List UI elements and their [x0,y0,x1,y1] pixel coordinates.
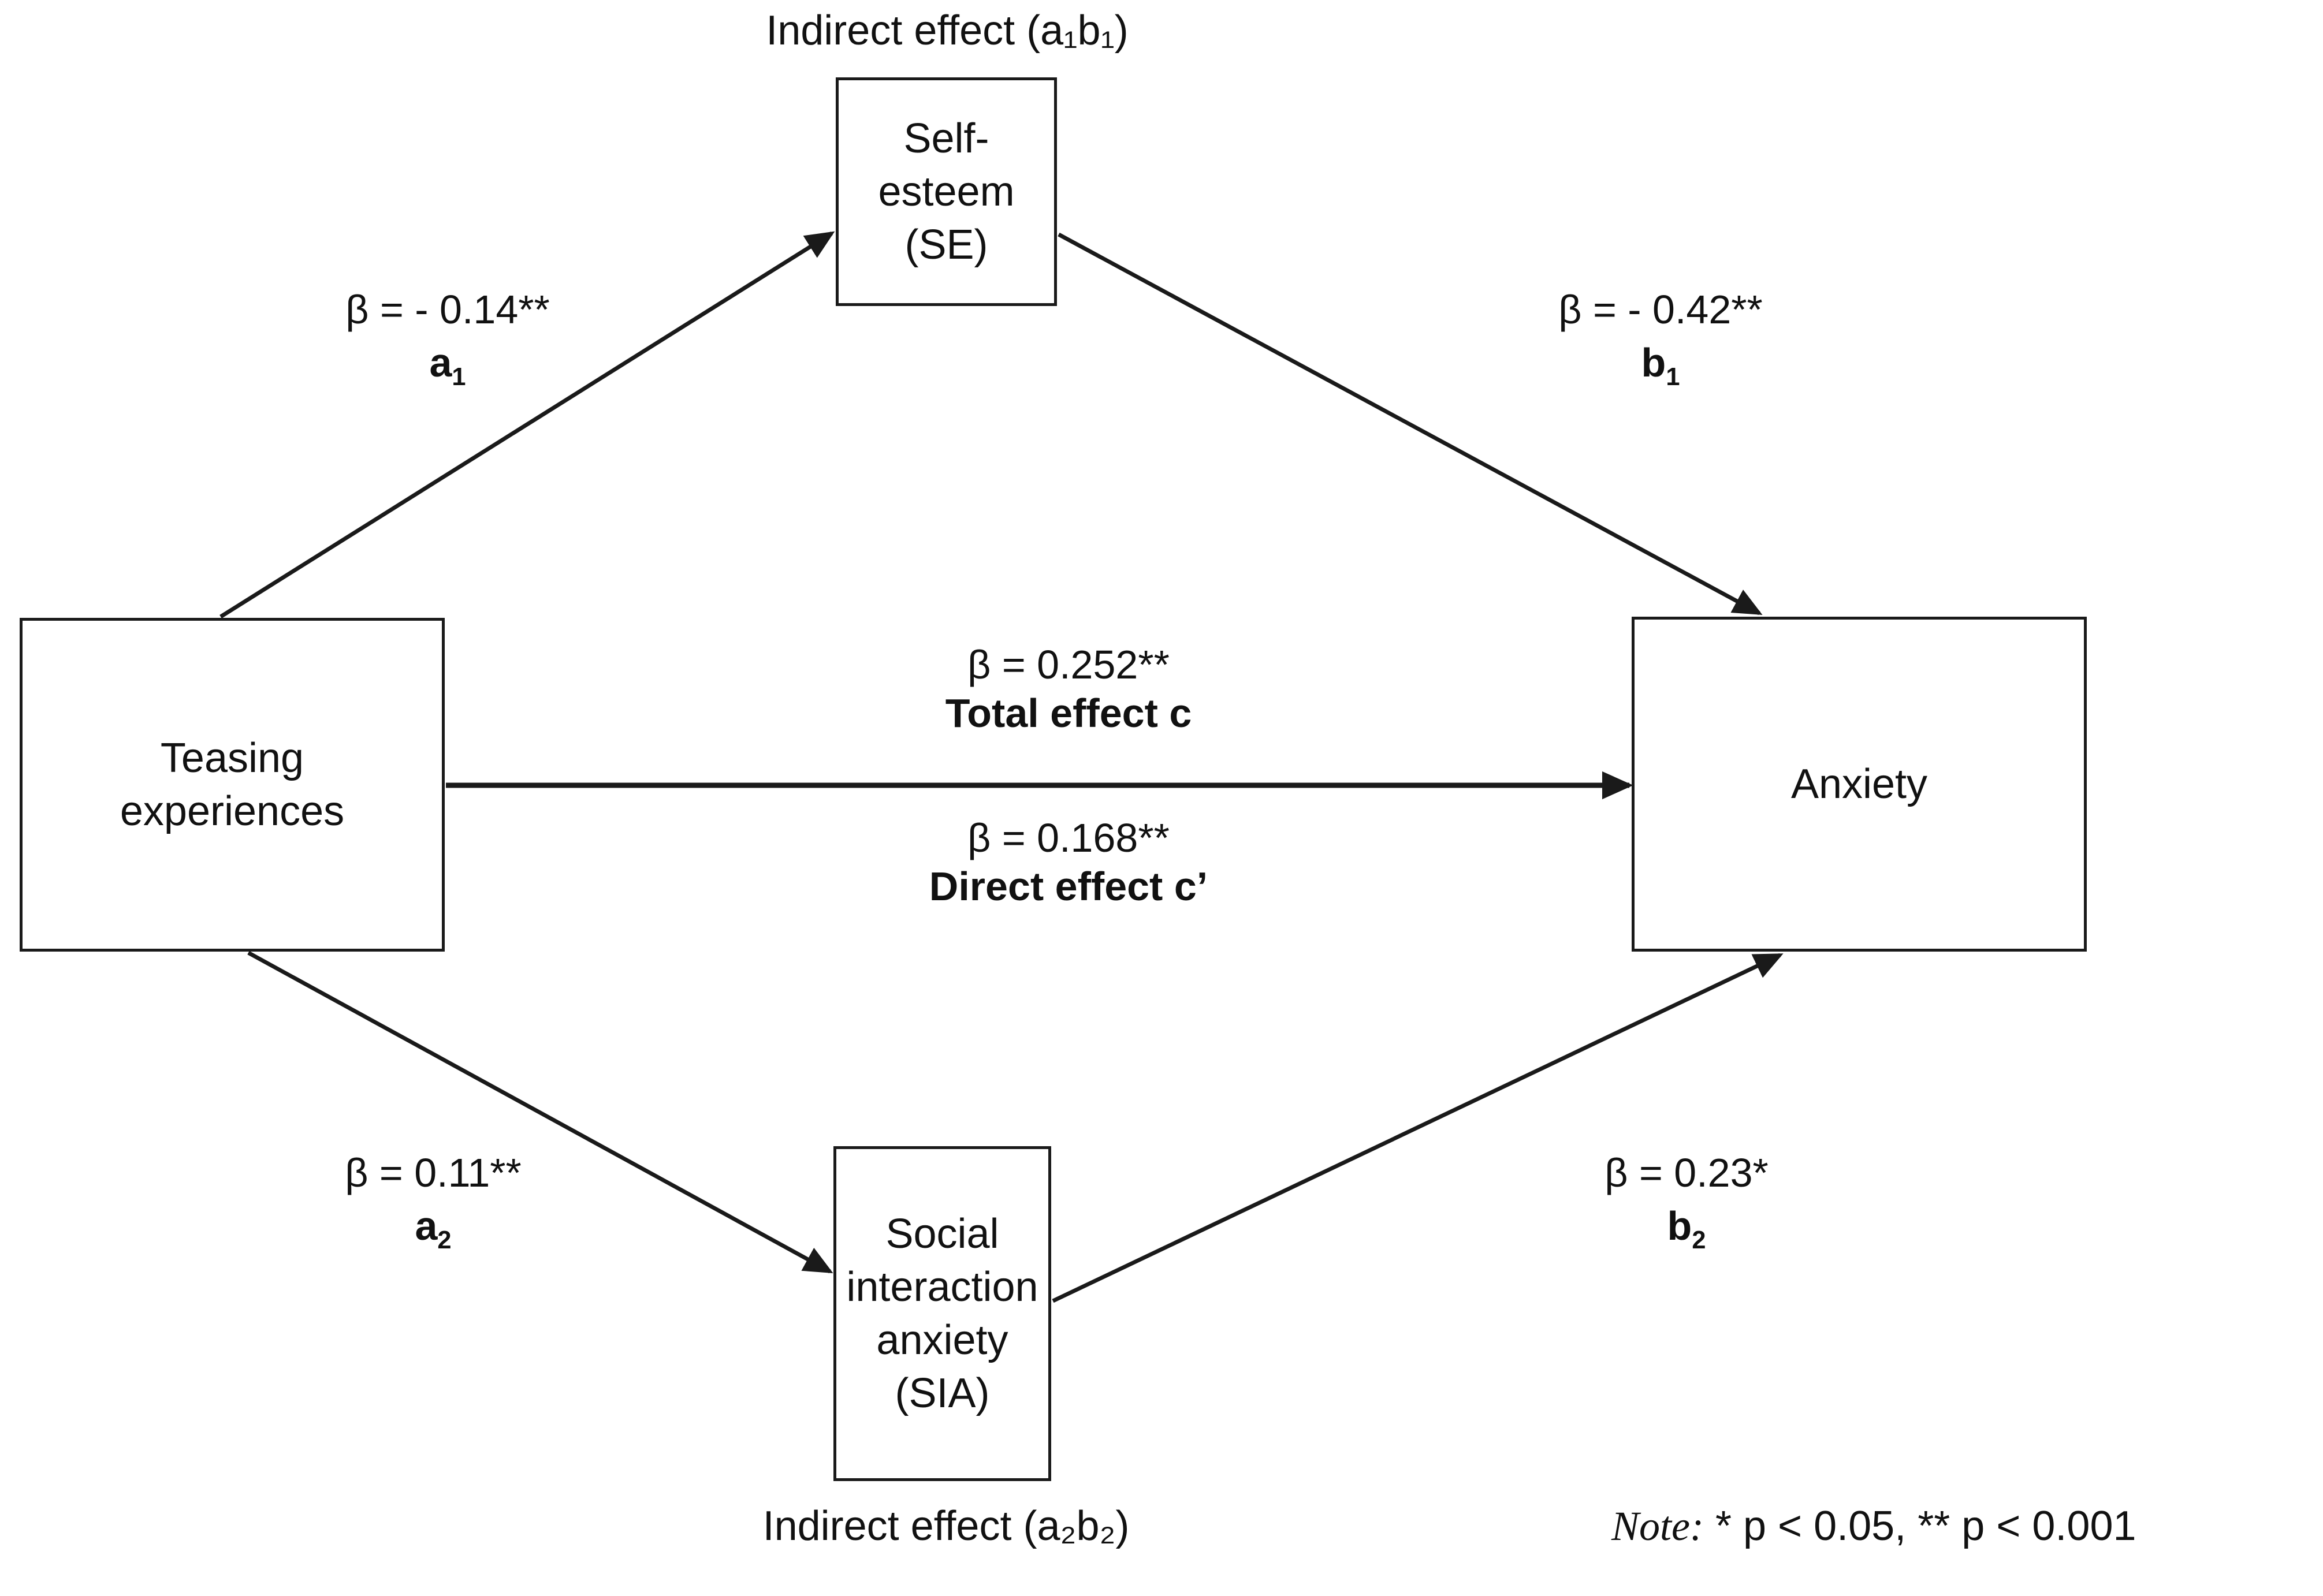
node-label: Self-esteem (SE) [878,115,1015,269]
node-label: Social interaction anxiety (SIA) [846,1210,1038,1417]
arrow-path-b2 [1052,953,1784,1303]
arrow-path-b1 [1058,232,1763,616]
note-prefix: Note: [1611,1503,1704,1549]
effect-name-direct: Direct effect c’ [929,863,1208,909]
path-name-a2: a2 [415,1203,452,1254]
path-label-b1: β = - 0.42** b1 [1476,286,1845,392]
coefficient-a1: β = - 0.14** [345,287,550,332]
coefficient-b1: β = - 0.42** [1558,287,1763,332]
node-self-esteem[interactable]: Self-esteem (SE) [836,77,1057,306]
path-name-b1: b1 [1641,340,1680,391]
arrow-path-a1 [219,231,835,618]
path-name-a1: a1 [429,340,466,391]
node-social-interaction-anxiety[interactable]: Social interaction anxiety (SIA) [833,1146,1051,1481]
caption-indirect-effect-a2b2: Indirect effect (a₂b₂) [762,1503,1130,1549]
node-label: Anxiety [1790,760,1928,807]
coefficient-a2: β = 0.11** [345,1150,522,1195]
node-anxiety[interactable]: Anxiety [1632,617,2087,952]
path-label-a2: β = 0.11** a2 [248,1149,618,1255]
path-label-total-effect: β = 0.252** Total effect c [777,641,1360,737]
significance-note: Note: * p < 0.05, ** p < 0.001 [1611,1501,2310,1551]
effect-name-total: Total effect c [945,690,1192,736]
coefficient-direct-effect: β = 0.168** [967,815,1170,860]
arrow-path-a2 [247,950,833,1274]
coefficient-total-effect: β = 0.252** [967,642,1170,687]
path-name-b2: b2 [1667,1203,1706,1254]
node-teasing-experiences[interactable]: Teasing experiences [20,618,445,952]
node-label: Teasing experiences [120,734,345,834]
coefficient-b2: β = 0.23* [1604,1150,1769,1195]
path-label-a1: β = - 0.14** a1 [263,286,632,392]
path-label-b2: β = 0.23* b2 [1502,1149,1871,1255]
path-label-direct-effect: β = 0.168** Direct effect c’ [777,814,1360,911]
note-text: * p < 0.05, ** p < 0.001 [1703,1503,2136,1549]
caption-indirect-effect-a1b1: Indirect effect (a₁b₁) [766,8,1129,54]
